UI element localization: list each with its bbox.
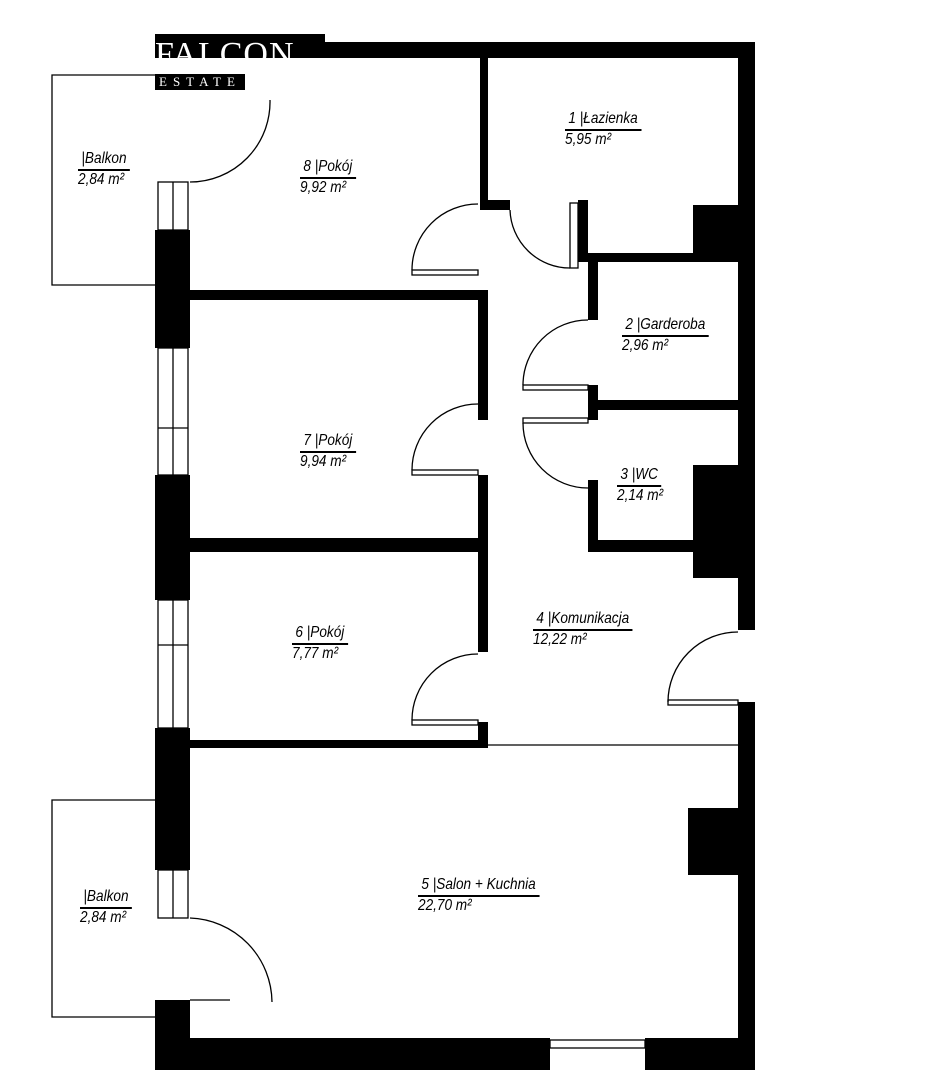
- logo-subtitle: ESTATE: [155, 74, 245, 90]
- doors-windows: [51, 74, 739, 1049]
- falcon-estate-logo: FALCON ESTATE: [155, 34, 325, 98]
- walls: [155, 42, 755, 1070]
- logo-name: FALCON: [155, 36, 295, 73]
